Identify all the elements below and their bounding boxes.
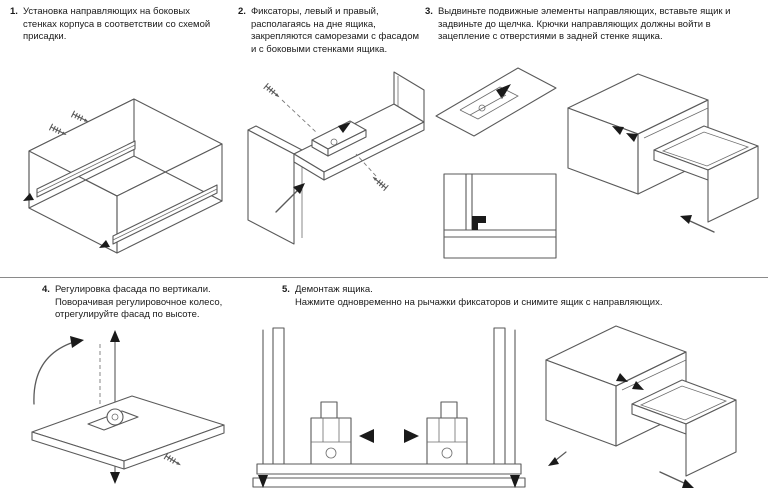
insert-arrows <box>612 126 715 233</box>
hook-engaged <box>472 216 486 230</box>
remove-arrow-2-icon <box>632 381 644 390</box>
release-arrows <box>359 429 419 443</box>
release-arrow-right-icon <box>404 429 419 443</box>
insert-arrow-1-icon <box>612 126 624 135</box>
rotate-arrow-icon <box>70 336 84 348</box>
step-5-description: Нажмите одновременно на рычажки фиксатор… <box>294 296 663 308</box>
step-1-number: 1. <box>10 6 18 17</box>
cabinet <box>545 325 687 447</box>
slide-direction-arrows <box>23 193 110 248</box>
fixator-right <box>426 401 468 465</box>
platform <box>31 395 225 470</box>
hook-latch <box>496 84 511 99</box>
screw-bottom <box>163 452 184 469</box>
step-3-illustration <box>562 62 762 242</box>
slide-arrow-right-icon <box>99 240 110 248</box>
drawer-front-view <box>252 327 526 488</box>
hook-detail-drawing <box>435 67 557 259</box>
insert-arrow-2-icon <box>626 133 638 142</box>
fixator-with-wheel <box>87 408 139 431</box>
step-3-text: 3. Выдвиньте подвижные элементы направля… <box>425 6 763 44</box>
step-2-illustration <box>238 60 428 265</box>
pointer-arrow <box>275 183 305 213</box>
remove-arrows <box>548 373 694 488</box>
cabinet-with-slides-drawing <box>23 98 223 254</box>
detail-inset-bottom <box>443 173 557 259</box>
insert-arrow-3-icon <box>680 215 692 224</box>
step-5-front-view <box>252 322 526 492</box>
step-1-illustration <box>15 55 235 270</box>
press-down-left-icon <box>258 475 268 488</box>
adjustment-wheel <box>106 408 124 426</box>
step-4-number: 4. <box>42 284 50 295</box>
step-5-text: 5. Демонтаж ящика. Нажмите одновременно … <box>282 284 760 309</box>
remove-arrow-1-icon <box>616 373 628 382</box>
screws-with-paths <box>263 82 389 192</box>
step-5-illustration <box>536 312 764 494</box>
fixator <box>311 120 367 157</box>
step-1-text: 1. Установка направляющих на боковых сте… <box>10 6 225 44</box>
step-2-number: 2. <box>238 6 246 17</box>
step-5-title: Демонтаж ящика. <box>294 284 373 295</box>
fixator-mounting-drawing <box>247 71 425 245</box>
step-2-text: 2. Фиксаторы, левый и правый, располагая… <box>238 6 420 56</box>
slide-arrow-left-icon <box>23 193 34 201</box>
step-4-text: 4. Регулировка фасада по вертикали. Пово… <box>42 284 260 322</box>
step-4-description: Регулировка фасада по вертикали. Поворач… <box>54 284 223 321</box>
step-1-description: Установка направляющих на боковых стенка… <box>22 6 211 43</box>
step-4-illustration <box>18 326 243 491</box>
remove-arrow-4-icon <box>548 457 559 466</box>
step-3-number: 3. <box>425 6 433 17</box>
step-3-detail-insets <box>430 52 562 272</box>
drawer <box>631 379 737 477</box>
height-adjust-drawing <box>31 330 225 484</box>
down-arrow-icon <box>110 472 120 484</box>
section-divider <box>0 277 768 278</box>
fixator-left <box>310 401 352 465</box>
pointer-arrowhead-icon <box>293 183 305 194</box>
up-arrow-icon <box>110 330 120 342</box>
fixator-lever <box>338 122 351 133</box>
step-3-description: Выдвиньте подвижные элементы направляющи… <box>437 6 731 43</box>
fixator-release-drawing <box>252 327 526 488</box>
drawer-insert-drawing <box>567 73 759 233</box>
drawer-remove-drawing <box>545 325 737 488</box>
drawer-corner <box>247 71 425 245</box>
detail-inset-top <box>435 67 557 137</box>
step-2-description: Фиксаторы, левый и правый, располагаясь … <box>250 6 420 55</box>
remove-arrow-3-icon <box>682 479 694 488</box>
drawer-slide-left <box>36 140 136 198</box>
drawer-slide-right <box>112 184 218 245</box>
press-down-right-icon <box>510 475 520 488</box>
drawer <box>653 125 759 223</box>
release-arrow-left-icon <box>359 429 374 443</box>
step-5-number: 5. <box>282 284 290 295</box>
